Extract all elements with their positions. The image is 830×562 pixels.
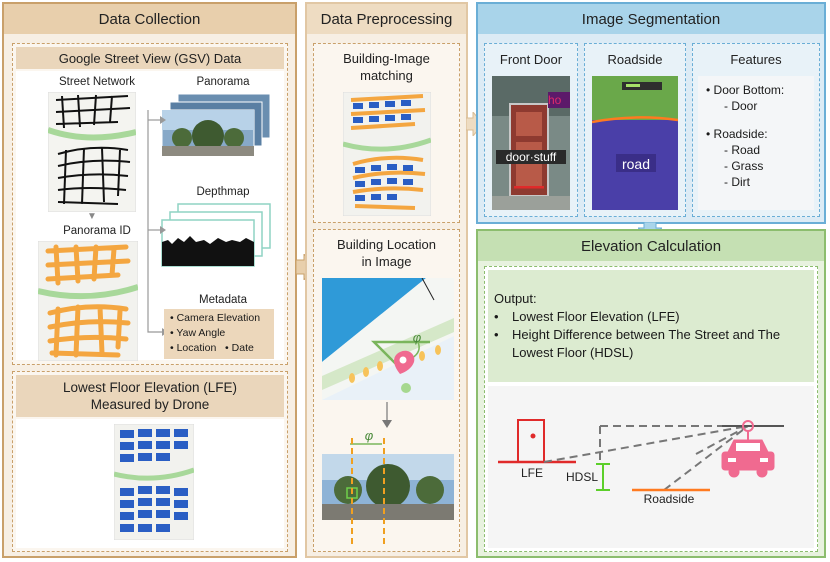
location-to-image-arrow: [382, 402, 392, 428]
matching-map: [343, 92, 431, 216]
output-item-hdsl: •Height Difference between The Street an…: [494, 327, 781, 360]
image-segmentation-title: Image Segmentation: [478, 4, 824, 34]
output-item-lfe: •Lowest Floor Elevation (LFE): [494, 309, 680, 324]
depthmap-stack: [161, 203, 271, 267]
features-list: • Door Bottom: - Door • Roadside: - Road…: [698, 76, 814, 210]
feature-door-bottom: • Door Bottom:: [706, 83, 785, 97]
lfe-label: LFE: [520, 466, 543, 480]
elevation-calculation-title: Elevation Calculation: [478, 231, 824, 261]
feature-dirt: - Dirt: [724, 175, 750, 189]
front-door-image: [492, 76, 570, 210]
elevation-diagram: [498, 419, 784, 492]
feature-road: - Road: [724, 143, 761, 157]
feature-door: - Door: [724, 99, 758, 113]
gsv-data-title: Google Street View (GSV) Data: [16, 47, 284, 69]
house-icon: [517, 419, 545, 463]
building-location-title: Building Location in Image: [336, 237, 437, 269]
front-door-label: Front Door: [499, 52, 563, 67]
data-preprocessing-title: Data Preprocessing: [307, 4, 466, 34]
hdsl-label: HDSL: [565, 470, 598, 484]
metadata-box: • Camera Elevation • Yaw Angle • Locatio…: [164, 309, 274, 359]
metadata-item-camera-elevation: • Camera Elevation: [170, 312, 261, 324]
panorama-id-label: Panorama ID: [63, 225, 131, 237]
output-label: Output:: [494, 291, 537, 306]
ho-tag: ho: [548, 93, 562, 107]
door-stuff-tag: door·stuff: [505, 150, 557, 164]
lfe-drone-map: [114, 424, 194, 540]
metadata-label: Metadata: [199, 294, 247, 306]
panorama-label: Panorama: [196, 76, 250, 88]
data-collection-title: Data Collection: [4, 4, 295, 34]
metadata-item-location-date: • Location • Date: [170, 342, 254, 354]
features-label: Features: [730, 52, 782, 67]
feature-roadside: • Roadside:: [706, 127, 768, 141]
roadside-diagram-label: Roadside: [643, 492, 695, 506]
road-tag: road: [621, 156, 651, 172]
street-network-label: Street Network: [58, 76, 136, 88]
output-text-area: Output: •Lowest Floor Elevation (LFE) •H…: [488, 270, 814, 382]
matching-title: Building-Image matching: [343, 51, 430, 83]
location-panorama-image: [322, 438, 454, 546]
network-to-id-arrow: ▼: [87, 211, 97, 222]
lfe-drone-title: Lowest Floor Elevation (LFE) Measured by…: [16, 375, 284, 417]
depthmap-label: Depthmap: [196, 186, 250, 198]
panorama-stack: [161, 93, 271, 157]
street-network-map: [48, 92, 136, 212]
roadside-seg-label: Roadside: [607, 52, 663, 67]
phi-label-image: φ: [364, 428, 374, 443]
panorama-id-map: [38, 241, 138, 361]
metadata-item-yaw-angle: • Yaw Angle: [170, 327, 226, 339]
phi-label-map: φ: [412, 330, 422, 345]
feature-grass: - Grass: [724, 159, 764, 173]
building-location-map: [322, 278, 454, 400]
roadside-image: [592, 76, 678, 210]
